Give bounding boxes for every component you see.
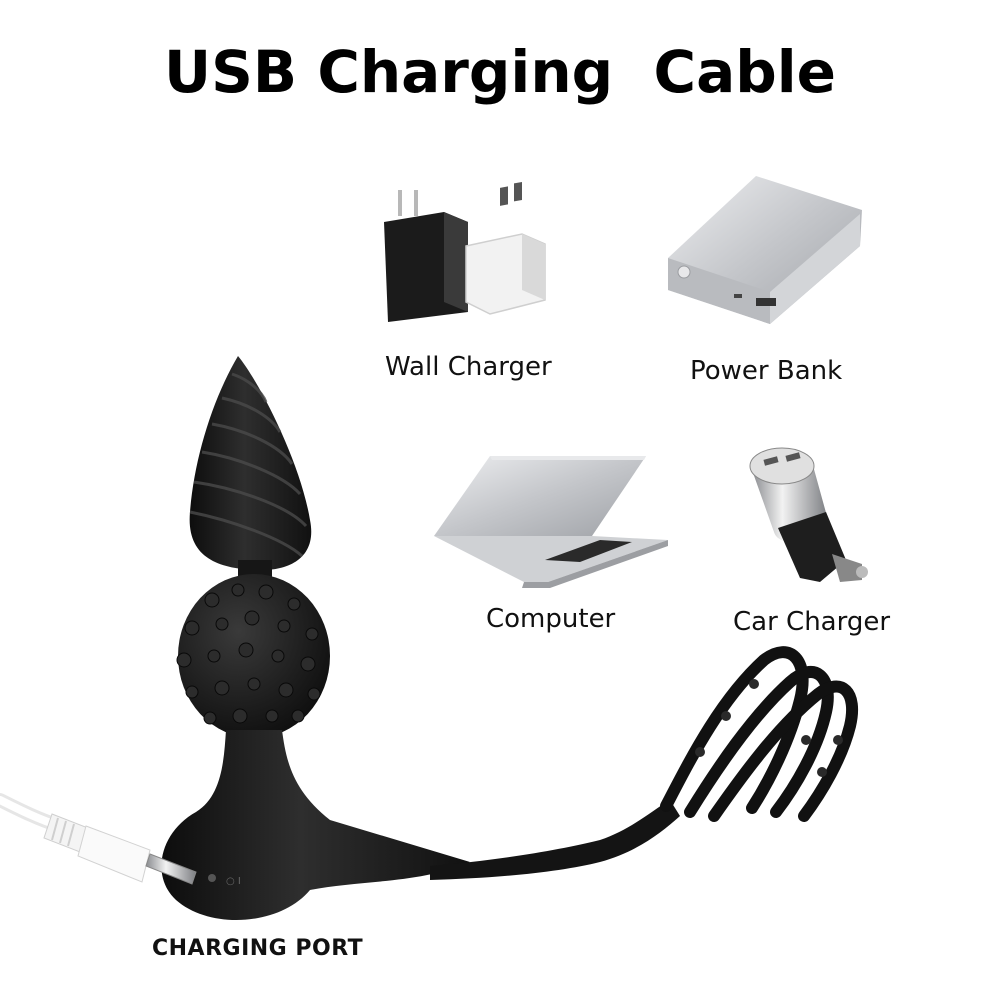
computer-label: Computer [486, 604, 616, 634]
laptop-icon [434, 456, 668, 588]
car-charger-icon [749, 447, 868, 582]
wall-charger-icon [384, 181, 546, 322]
product-illustration: ○ I [161, 356, 859, 921]
ring-ribs [695, 679, 843, 777]
power-bank-icon [668, 176, 862, 324]
power-bank-label: Power Bank [690, 356, 843, 386]
charging-port-label: CHARGING PORT [152, 936, 364, 961]
usb-cable-plug [0, 793, 197, 885]
car-charger-label: Car Charger [733, 607, 891, 637]
page-title: USB Charging Cable [164, 38, 836, 106]
wall-charger-label: Wall Charger [385, 352, 552, 382]
stud-pattern [176, 583, 321, 725]
svg-text:○ I: ○ I [226, 876, 241, 887]
ring-cage [660, 646, 859, 822]
